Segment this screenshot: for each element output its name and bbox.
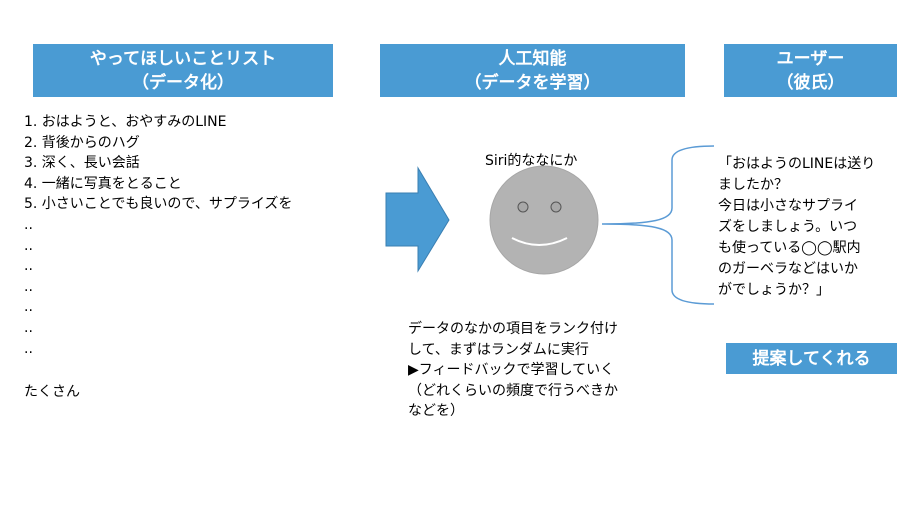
suggest-box: 提案してくれる [726, 343, 897, 374]
suggest-label: 提案してくれる [752, 348, 871, 369]
list-item: .. [24, 299, 33, 316]
list-item: 2. 背後からのハグ [24, 134, 140, 151]
ai-description-line: ▶フィードバックで学習していく [408, 362, 615, 378]
left-brace-icon [601, 145, 715, 305]
ai-label: Siri的ななにか [485, 153, 578, 169]
ai-description-line: （どれくらいの頻度で行うべきか [408, 382, 618, 399]
list-item: .. [24, 258, 33, 275]
smiley-face-icon [489, 165, 599, 275]
user-header-title: ユーザー [776, 48, 845, 69]
list-header-subtitle: （データ化） [132, 72, 234, 93]
list-item: 3. 深く、長い会話 [24, 155, 140, 172]
ai-description-line: などを） [408, 403, 464, 419]
user-message-line: のガーベラなどはいか [718, 261, 858, 277]
user-message-line: 「おはようのLINEは送り [718, 156, 876, 172]
list-many-note: たくさん [24, 384, 80, 400]
right-arrow-icon [385, 166, 450, 273]
list-item: .. [24, 278, 33, 295]
user-header-subtitle: （彼氏） [776, 72, 845, 93]
user-message-line: 今日は小さなサプライ [718, 198, 858, 214]
ai-header-title: 人工知能 [498, 48, 567, 69]
list-item: 5. 小さいことでも良いので、サプライズを [24, 196, 293, 213]
wish-list: 1. おはようと、おやすみのLINE 2. 背後からのハグ 3. 深く、長い会話… [24, 112, 292, 359]
ai-header-subtitle: （データを学習） [464, 72, 601, 93]
list-item: 1. おはようと、おやすみのLINE [24, 114, 227, 130]
ai-description-line: して、まずはランダムに実行 [408, 341, 589, 358]
list-header: やってほしいことリスト （データ化） [33, 44, 333, 97]
user-message-line: ましたか？ [718, 177, 788, 193]
user-message-line: も使っている◯◯駅内 [718, 240, 861, 256]
user-message-line: ズをしましょう。いつ [718, 219, 858, 235]
list-item: .. [24, 216, 33, 233]
list-item: 4. 一緒に写真をとること [24, 175, 182, 192]
list-item: .. [24, 340, 33, 357]
list-header-title: やってほしいことリスト [89, 48, 277, 69]
ai-description-line: データのなかの項目をランク付け [408, 321, 618, 337]
list-item: .. [24, 319, 33, 336]
list-item: .. [24, 237, 33, 254]
ai-description: データのなかの項目をランク付け して、まずはランダムに実行 ▶フィードバックで学… [408, 319, 678, 422]
ai-header: 人工知能 （データを学習） [380, 44, 685, 97]
user-header: ユーザー （彼氏） [724, 44, 897, 97]
user-message-line: がでしょうか？」 [718, 282, 830, 298]
user-message: 「おはようのLINEは送り ましたか？ 今日は小さなサプライ ズをしましょう。い… [718, 154, 908, 301]
